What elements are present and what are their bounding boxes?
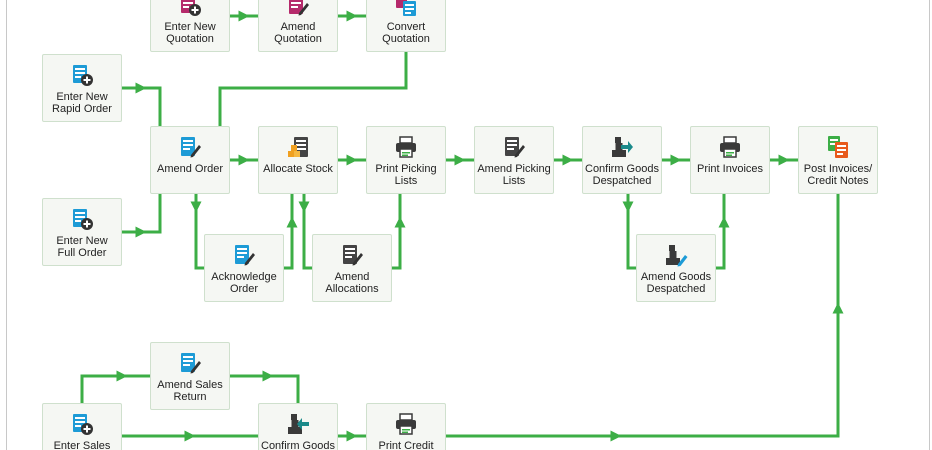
arrow-allocate-print-picking [346, 154, 358, 166]
node-post-invoices-credit-notes[interactable]: Post Invoices/ Credit Notes [798, 126, 878, 194]
node-label: Post Invoices/ Credit Notes [803, 163, 873, 187]
connector-convert-amend-order [218, 52, 408, 126]
node-enter-new-quotation[interactable]: Enter New Quotation [150, 0, 230, 52]
arrow-amend-allocate [238, 154, 250, 166]
edit-boxes-icon [666, 245, 688, 267]
connector-full-amend-order [122, 194, 162, 234]
node-print-invoices[interactable]: Print Invoices [690, 126, 770, 194]
edit-document-icon [235, 245, 255, 266]
node-amend-sales-return[interactable]: Amend Sales Return [150, 342, 230, 410]
return-boxes-icon [288, 414, 309, 434]
node-amend-allocations[interactable]: Amend Allocations [312, 234, 392, 302]
node-label: Acknowledge Order [211, 271, 277, 295]
node-label: Allocate Stock [263, 163, 333, 175]
node-label: Amend Picking Lists [477, 163, 551, 187]
arrow-allocations-down [298, 201, 310, 213]
node-amend-picking-lists[interactable]: Amend Picking Lists [474, 126, 554, 194]
node-print-credit-notes[interactable]: Print Credit [366, 403, 446, 450]
arrow-confirm-print-invoices [670, 154, 682, 166]
arrow-full-amend-order [135, 226, 147, 238]
edit-document-icon [181, 353, 201, 374]
printer-icon [396, 136, 416, 158]
arrow-print-invoices-post [778, 154, 790, 166]
add-document-icon [181, 0, 201, 16]
arrow-print-amend-picking [454, 154, 466, 166]
node-label: Enter New Rapid Order [52, 91, 112, 115]
arrow-despatched-down [622, 201, 634, 213]
node-label: Convert Quotation [382, 21, 430, 45]
arrow-allocations-up [394, 216, 406, 228]
node-confirm-goods-despatched[interactable]: Confirm Goods Despatched [582, 126, 662, 194]
process-map-frame [6, 0, 930, 450]
arrow-acknowledge-down [190, 201, 202, 213]
arrow-return-amend-right1 [116, 370, 128, 382]
arrow-confirm-print-credit [346, 430, 358, 442]
printer-icon [720, 136, 740, 158]
node-label: Amend Allocations [325, 271, 379, 295]
arrow-rapid-amend-order [135, 82, 147, 94]
edit-document-icon [289, 0, 309, 16]
arrow-amend-convert [346, 10, 358, 22]
node-print-picking-lists[interactable]: Print Picking Lists [366, 126, 446, 194]
node-label: Confirm Goods [261, 440, 335, 450]
add-document-icon [73, 65, 93, 86]
printer-icon [396, 413, 416, 435]
edit-document-icon [505, 137, 525, 158]
node-amend-goods-despatched[interactable]: Amend Goods Despatched [636, 234, 716, 302]
arrow-credit-post-right [610, 430, 622, 442]
add-document-icon [73, 209, 93, 230]
node-label: Print Picking Lists [375, 163, 437, 187]
node-label: Enter New Full Order [56, 235, 108, 259]
add-document-icon [73, 414, 93, 435]
arrow-credit-post-up [832, 302, 844, 314]
node-acknowledge-order[interactable]: Acknowledge Order [204, 234, 284, 302]
arrow-acknowledge-up [286, 216, 298, 228]
node-confirm-goods-returned[interactable]: Confirm Goods [258, 403, 338, 450]
node-label: Amend Sales Return [157, 379, 223, 403]
node-label: Print Invoices [696, 163, 764, 175]
node-convert-quotation[interactable]: Convert Quotation [366, 0, 446, 52]
node-label: Confirm Goods Despatched [585, 163, 659, 187]
node-amend-order[interactable]: Amend Order [150, 126, 230, 194]
node-enter-new-rapid-order[interactable]: Enter New Rapid Order [42, 54, 122, 122]
node-enter-new-full-order[interactable]: Enter New Full Order [42, 198, 122, 266]
connector-rapid-amend-order [122, 86, 162, 126]
node-label: Amend Order [156, 163, 224, 175]
node-label: Print Credit [378, 440, 434, 450]
edit-document-icon [181, 137, 201, 158]
convert-document-icon [396, 0, 416, 16]
arrow-return-amend-right2 [262, 370, 274, 382]
node-enter-sales-return[interactable]: Enter Sales [42, 403, 122, 450]
allocate-stock-icon [288, 137, 308, 157]
post-documents-icon [828, 136, 848, 158]
node-label: Enter Sales [53, 440, 111, 450]
node-allocate-stock[interactable]: Allocate Stock [258, 126, 338, 194]
node-label: Amend Quotation [274, 21, 322, 45]
arrow-quotation-amend [238, 10, 250, 22]
arrow-amend-picking-confirm [562, 154, 574, 166]
edit-document-icon [343, 245, 363, 266]
despatch-boxes-icon [612, 137, 633, 157]
node-label: Enter New Quotation [164, 21, 216, 45]
node-label: Amend Goods Despatched [640, 271, 712, 295]
arrow-despatched-up [718, 216, 730, 228]
node-amend-quotation[interactable]: Amend Quotation [258, 0, 338, 52]
arrow-return-confirm [184, 430, 196, 442]
connector-credit-post [446, 194, 840, 438]
